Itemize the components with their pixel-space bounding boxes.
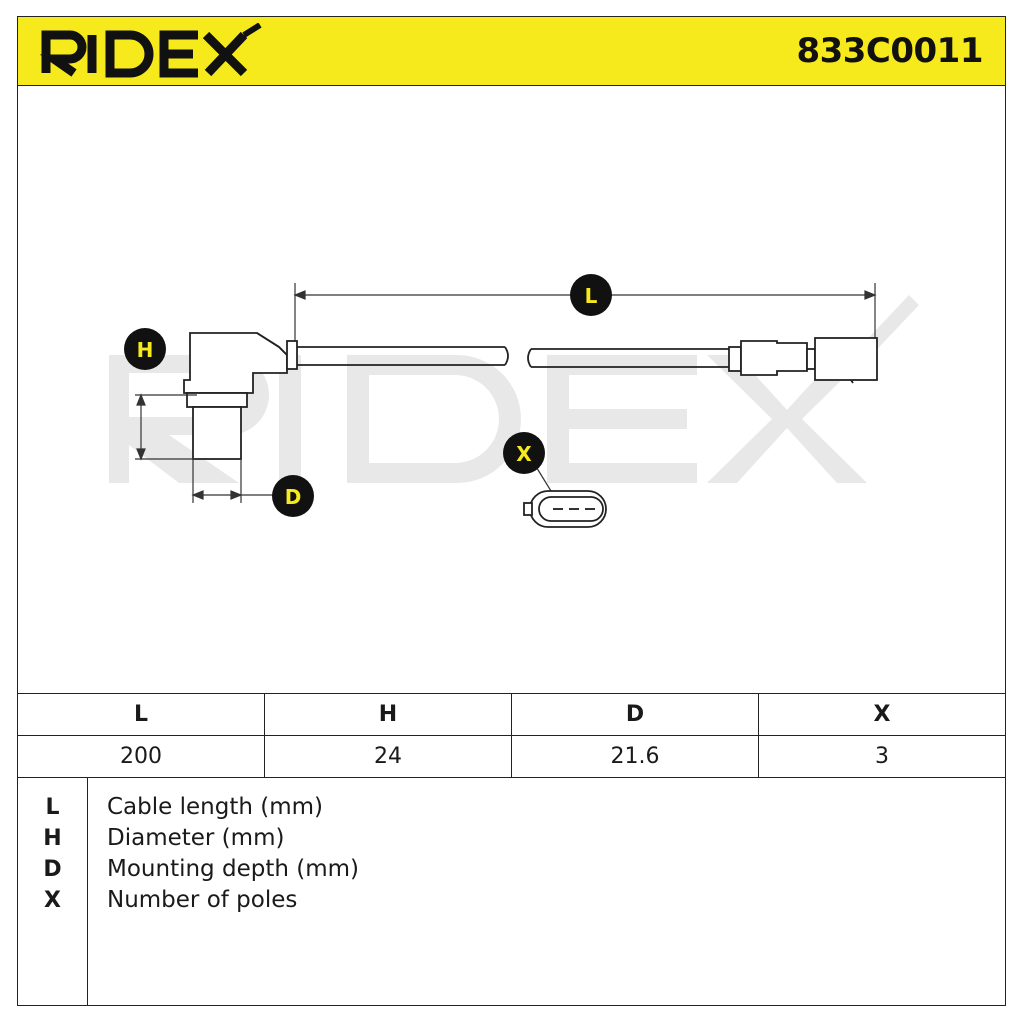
sensor-diagram: L H D X — [17, 85, 1006, 693]
specs-value-row: 200 24 21.6 3 — [17, 735, 1006, 778]
specs-value-cell: 21.6 — [511, 735, 759, 778]
legend-item: H Diameter (mm) — [18, 823, 1005, 854]
legend-text: Diameter (mm) — [107, 825, 285, 851]
legend-divider — [87, 778, 88, 1005]
legend-key: H — [43, 826, 62, 851]
legend-key: D — [43, 857, 62, 882]
legend-key: X — [44, 888, 61, 913]
svg-text:D: D — [285, 485, 302, 509]
callout-L-badge: L — [570, 274, 612, 316]
header-bar: 833C0011 — [17, 16, 1006, 86]
specs-header-cell: H — [264, 693, 512, 736]
svg-text:L: L — [585, 284, 598, 308]
callout-D-badge: D — [272, 475, 314, 517]
legend-key: L — [45, 795, 60, 820]
specs-header-cell: D — [511, 693, 759, 736]
part-number: 833C0011 — [796, 31, 983, 71]
specs-header-cell: X — [758, 693, 1006, 736]
specs-value-cell: 24 — [264, 735, 512, 778]
legend-box: L Cable length (mm) H Diameter (mm) D Mo… — [17, 777, 1006, 1006]
legend-item: L Cable length (mm) — [18, 792, 1005, 823]
svg-text:H: H — [137, 338, 154, 362]
specs-table: L H D X 200 24 21.6 3 — [17, 693, 1006, 778]
specs-value-cell: 3 — [758, 735, 1006, 778]
ridex-watermark — [109, 295, 919, 483]
specs-header-row: L H D X — [17, 693, 1006, 736]
legend-item: D Mounting depth (mm) — [18, 854, 1005, 885]
ridex-logo — [38, 22, 268, 85]
callout-X-badge: X — [503, 432, 545, 474]
legend-text: Cable length (mm) — [107, 794, 323, 820]
legend-item: X Number of poles — [18, 885, 1005, 916]
specs-value-cell: 200 — [17, 735, 265, 778]
legend-text: Number of poles — [107, 887, 298, 913]
legend-text: Mounting depth (mm) — [107, 856, 359, 882]
svg-text:X: X — [516, 442, 532, 466]
specs-header-cell: L — [17, 693, 265, 736]
callout-H-badge: H — [124, 328, 166, 370]
